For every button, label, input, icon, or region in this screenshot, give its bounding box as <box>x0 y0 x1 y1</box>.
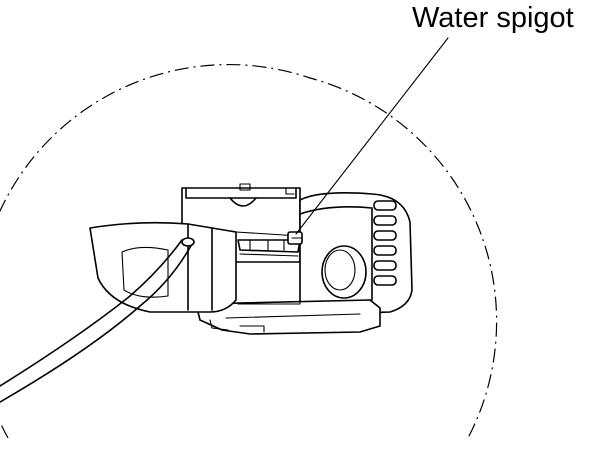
vent-slots <box>373 200 397 286</box>
spigot-recess <box>237 239 301 253</box>
callout-leader-line <box>295 37 449 235</box>
side-port <box>321 245 367 299</box>
water-spigot-label: Water spigot <box>412 2 574 34</box>
drip-drawer <box>89 221 301 313</box>
detail-circle-outline <box>0 63 498 439</box>
base-tray <box>195 299 381 335</box>
drain-tube <box>0 237 195 403</box>
water-spigot <box>287 231 303 245</box>
